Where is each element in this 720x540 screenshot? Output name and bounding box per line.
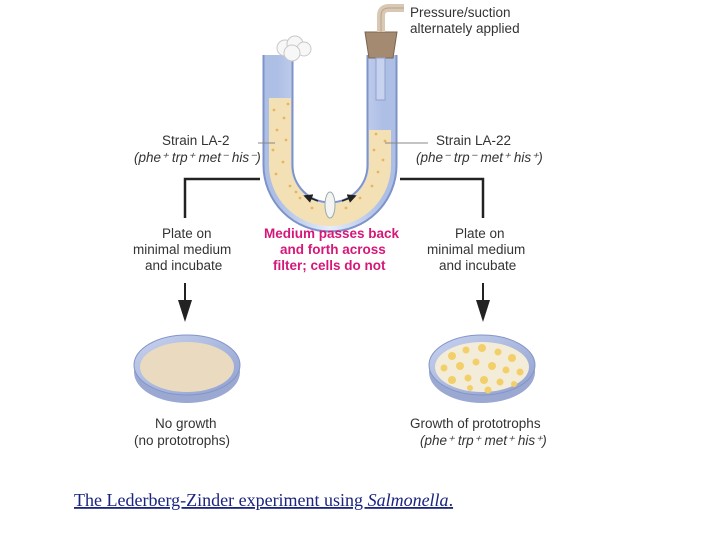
result-right-2: (phe⁺ trp⁺ met⁺ his⁺) [420, 433, 547, 448]
plate-left-1: Plate on [162, 226, 212, 241]
bracket-left [183, 177, 260, 218]
plate-right-1: Plate on [455, 226, 505, 241]
pressure-label-1: Pressure/suction [410, 5, 511, 20]
strain-left-name: Strain LA-2 [162, 133, 230, 148]
strain-left-genotype: (phe⁺ trp⁺ met⁻ his⁻) [134, 150, 261, 165]
bracket-right [400, 177, 485, 218]
suction-tube [377, 4, 404, 32]
medium-label-3: filter; cells do not [273, 258, 386, 273]
result-right-1: Growth of prototrophs [410, 416, 541, 431]
pressure-label-2: alternately applied [410, 21, 520, 36]
cotton-plug [276, 35, 312, 62]
glass-pipe [375, 57, 386, 101]
figure-caption: The Lederberg-Zinder experiment using Sa… [74, 490, 453, 510]
medium-label-1: Medium passes back [264, 226, 400, 241]
caption-organism: Salmonella [368, 490, 449, 510]
arrow-down-right [476, 283, 490, 322]
strain-right-genotype: (phe⁻ trp⁻ met⁺ his⁺) [416, 150, 543, 165]
arrow-down-left [178, 283, 192, 322]
result-left-1: No growth [155, 416, 217, 431]
result-left-2: (no prototrophs) [134, 433, 230, 448]
plate-right-3: and incubate [439, 258, 516, 273]
caption-suffix: . [449, 490, 454, 510]
petri-dish-no-growth [133, 334, 241, 403]
u-tube [262, 4, 404, 233]
flow-arrow-left [303, 194, 319, 203]
filter [324, 191, 336, 219]
stopper [364, 31, 398, 59]
medium-cells [271, 102, 387, 210]
flow-arrow-right [341, 194, 357, 203]
petri-dish-growth [428, 334, 536, 403]
colonies [440, 344, 524, 394]
plate-right-2: minimal medium [427, 242, 525, 257]
strain-right-name: Strain LA-22 [436, 133, 511, 148]
plate-left-2: minimal medium [133, 242, 231, 257]
caption-prefix: The Lederberg-Zinder experiment using [74, 490, 368, 510]
plate-left-3: and incubate [145, 258, 222, 273]
medium-label-2: and forth across [280, 242, 386, 257]
